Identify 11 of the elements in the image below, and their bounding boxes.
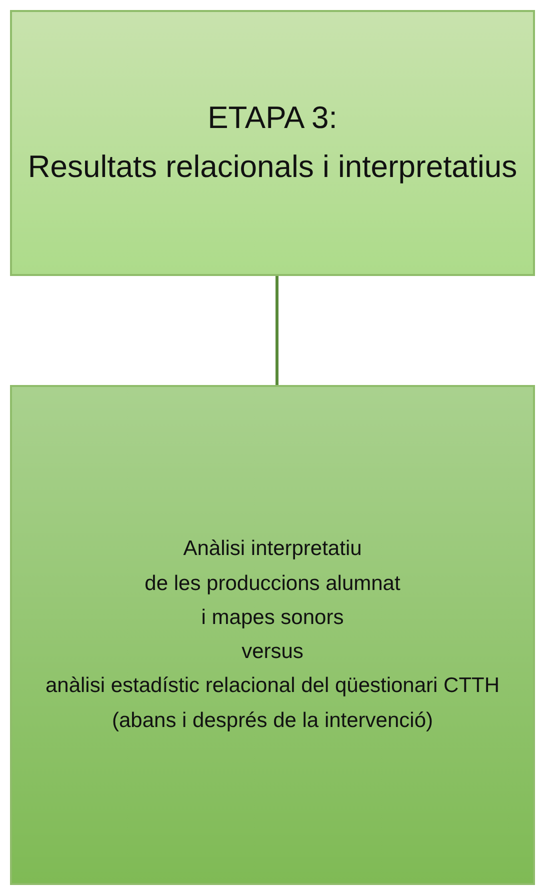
stage-title: Resultats relacionals i interpretatius [28, 148, 518, 186]
process-box [10, 10, 535, 276]
text-line: i mapes sonors [201, 604, 344, 631]
process-box [10, 385, 535, 885]
stage-heading: ETAPA 3: [208, 99, 338, 138]
connector-line [276, 276, 278, 385]
text-line: de les produccions alumnat [144, 570, 400, 596]
text-line: versus [242, 639, 304, 665]
text-line: anàlisi estadístic relacional del qüestionari CTTH [45, 673, 500, 700]
text-line: (abans i després de la intervenció) [112, 708, 433, 734]
text-line: Anàlisi interpretatiu [183, 536, 362, 562]
